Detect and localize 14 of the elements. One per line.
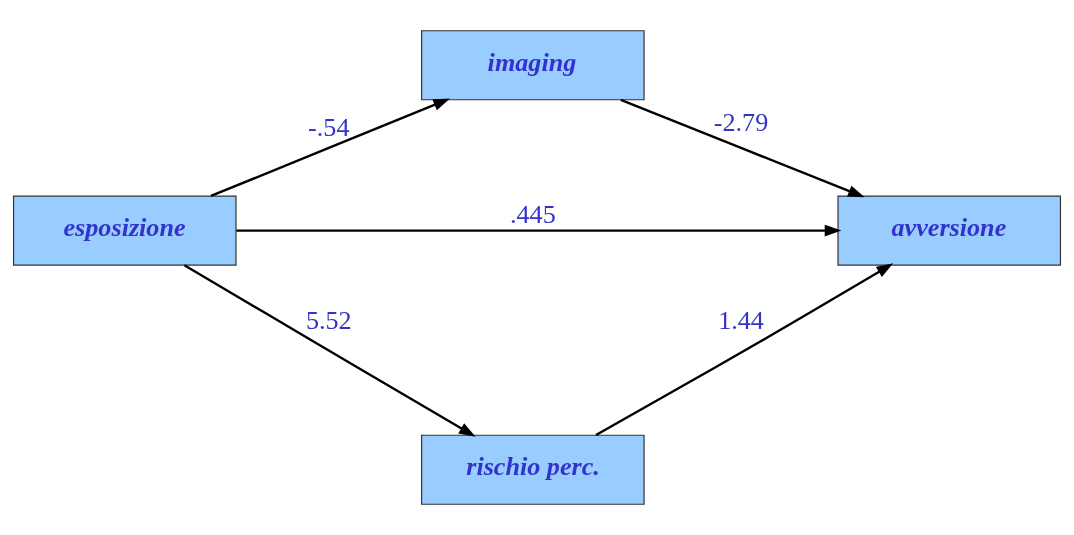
arrow — [183, 264, 476, 437]
edge-label: 1.44 — [718, 305, 764, 335]
edge-label: .445 — [509, 200, 556, 230]
node-box: rischio perc. — [421, 434, 645, 505]
arrow — [620, 98, 865, 198]
node-box: imaging — [421, 30, 645, 101]
edge-label: -2.79 — [713, 108, 769, 138]
edge-label: -.54 — [308, 113, 350, 143]
node-box: avversione — [837, 195, 1062, 266]
arrow — [595, 263, 894, 436]
edge-label: 5.52 — [305, 305, 352, 335]
arrow — [236, 224, 842, 237]
node-box: esposizione — [12, 195, 237, 266]
arrow — [210, 98, 451, 198]
